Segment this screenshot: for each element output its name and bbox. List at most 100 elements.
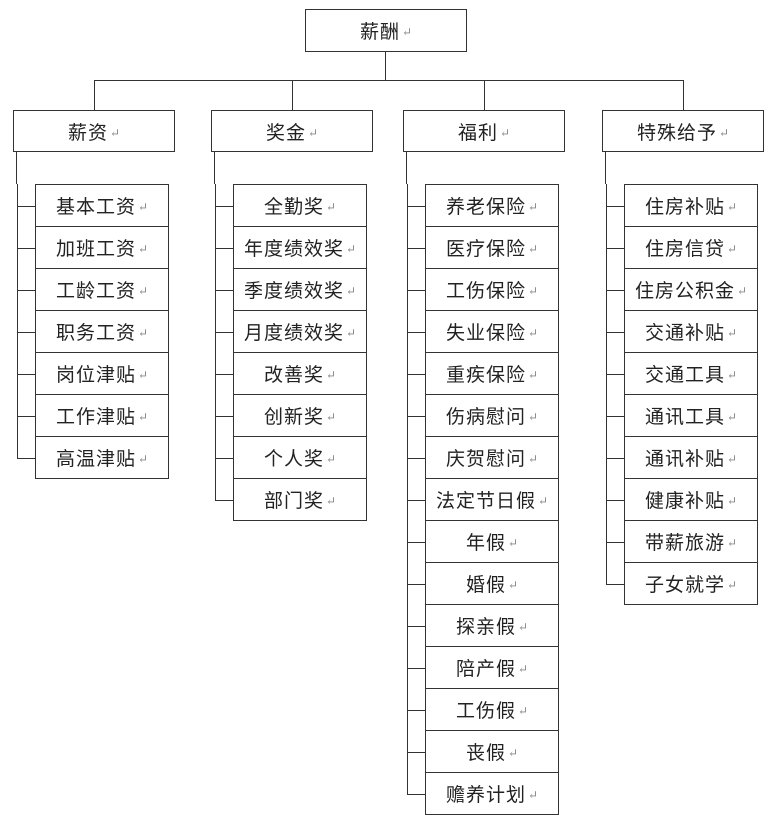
item-node: 丧假↵	[407, 730, 559, 773]
paragraph-mark-icon: ↵	[345, 242, 357, 256]
item-node: 季度绩效奖↵	[215, 268, 367, 311]
item-node: 赡养计划↵	[407, 772, 559, 815]
paragraph-mark-icon: ↵	[726, 452, 738, 466]
paragraph-mark-icon: ↵	[726, 578, 738, 592]
paragraph-mark-icon: ↵	[718, 125, 730, 140]
paragraph-mark-icon: ↵	[736, 284, 748, 298]
paragraph-mark-icon: ↵	[507, 578, 519, 592]
paragraph-mark-icon: ↵	[325, 200, 337, 214]
item-label: 工伤保险	[445, 281, 526, 302]
item-node: 交通工具↵	[606, 352, 758, 395]
paragraph-mark-icon: ↵	[527, 242, 539, 256]
paragraph-mark-icon: ↵	[345, 326, 357, 340]
item-label: 年假	[465, 533, 506, 554]
paragraph-mark-icon: ↵	[527, 326, 539, 340]
item-node: 通讯工具↵	[606, 394, 758, 437]
item-node: 婚假↵	[407, 562, 559, 605]
category-node-salary: 薪资↵	[13, 110, 175, 152]
item-node: 工伤保险↵	[407, 268, 559, 311]
item-label: 重疾保险	[445, 365, 526, 386]
item-node: 养老保险↵	[407, 184, 559, 227]
item-label: 高温津贴	[55, 449, 136, 470]
category-label: 奖金	[265, 122, 306, 144]
paragraph-mark-icon: ↵	[527, 788, 539, 802]
paragraph-mark-icon: ↵	[726, 326, 738, 340]
paragraph-mark-icon: ↵	[726, 368, 738, 382]
item-node: 基本工资↵	[17, 184, 169, 227]
paragraph-mark-icon: ↵	[726, 536, 738, 550]
item-label: 住房公积金	[634, 281, 735, 302]
item-label: 陪产假	[455, 659, 516, 680]
connector-rail	[605, 152, 606, 184]
connector-drop-welfare	[484, 80, 485, 110]
item-label: 全勤奖	[263, 197, 324, 218]
column-salary: 薪资↵ 基本工资↵ 加班工资↵ 工龄工资↵ 职务工资↵ 岗位津贴↵ 工作津贴↵ …	[13, 110, 175, 479]
paragraph-mark-icon: ↵	[499, 125, 511, 140]
item-node: 失业保险↵	[407, 310, 559, 353]
item-label: 探亲假	[455, 617, 516, 638]
paragraph-mark-icon: ↵	[726, 410, 738, 424]
item-list-bonus: 全勤奖↵ 年度绩效奖↵ 季度绩效奖↵ 月度绩效奖↵ 改善奖↵ 创新奖↵ 个人奖↵…	[215, 184, 367, 521]
item-node: 庆贺慰问↵	[407, 436, 559, 479]
item-label: 工作津贴	[55, 407, 136, 428]
item-node: 带薪旅游↵	[606, 520, 758, 563]
root-node: 薪酬↵	[305, 9, 467, 52]
item-label: 丧假	[465, 743, 506, 764]
item-node: 医疗保险↵	[407, 226, 559, 269]
item-label: 住房信贷	[644, 239, 725, 260]
paragraph-mark-icon: ↵	[325, 410, 337, 424]
item-node: 改善奖↵	[215, 352, 367, 395]
item-label: 工龄工资	[55, 281, 136, 302]
item-label: 工伤假	[455, 701, 516, 722]
paragraph-mark-icon: ↵	[527, 452, 539, 466]
paragraph-mark-icon: ↵	[137, 242, 149, 256]
paragraph-mark-icon: ↵	[507, 536, 519, 550]
paragraph-mark-icon: ↵	[137, 326, 149, 340]
item-node: 岗位津贴↵	[17, 352, 169, 395]
item-label: 岗位津贴	[55, 365, 136, 386]
connector-root-drop	[385, 52, 386, 81]
column-special: 特殊给予↵ 住房补贴↵ 住房信贷↵ 住房公积金↵ 交通补贴↵ 交通工具↵ 通讯工…	[602, 110, 764, 605]
paragraph-mark-icon: ↵	[137, 200, 149, 214]
item-label: 子女就学	[644, 575, 725, 596]
item-node: 探亲假↵	[407, 604, 559, 647]
item-node: 创新奖↵	[215, 394, 367, 437]
item-node: 健康补贴↵	[606, 478, 758, 521]
connector-rail	[214, 152, 215, 184]
paragraph-mark-icon: ↵	[137, 368, 149, 382]
item-label: 年度绩效奖	[243, 239, 344, 260]
paragraph-mark-icon: ↵	[527, 368, 539, 382]
item-label: 住房补贴	[644, 197, 725, 218]
item-node: 工伤假↵	[407, 688, 559, 731]
column-welfare: 福利↵ 养老保险↵ 医疗保险↵ 工伤保险↵ 失业保险↵ 重疾保险↵ 伤病慰问↵ …	[403, 110, 565, 815]
paragraph-mark-icon: ↵	[307, 125, 319, 140]
item-label: 婚假	[465, 575, 506, 596]
paragraph-mark-icon: ↵	[345, 284, 357, 298]
item-node: 个人奖↵	[215, 436, 367, 479]
root-label: 薪酬	[359, 22, 400, 43]
item-node: 职务工资↵	[17, 310, 169, 353]
connector-drop-special	[683, 80, 684, 110]
connector-rail	[16, 152, 17, 184]
item-node: 子女就学↵	[606, 562, 758, 605]
item-label: 加班工资	[55, 239, 136, 260]
item-list-salary: 基本工资↵ 加班工资↵ 工龄工资↵ 职务工资↵ 岗位津贴↵ 工作津贴↵ 高温津贴…	[17, 184, 169, 479]
item-label: 月度绩效奖	[243, 323, 344, 344]
item-list-special: 住房补贴↵ 住房信贷↵ 住房公积金↵ 交通补贴↵ 交通工具↵ 通讯工具↵ 通讯补…	[606, 184, 758, 605]
paragraph-mark-icon: ↵	[527, 200, 539, 214]
paragraph-mark-icon: ↵	[517, 662, 529, 676]
item-node: 住房公积金↵	[606, 268, 758, 311]
paragraph-mark-icon: ↵	[507, 746, 519, 760]
item-label: 部门奖	[263, 491, 324, 512]
item-node: 住房补贴↵	[606, 184, 758, 227]
paragraph-mark-icon: ↵	[517, 620, 529, 634]
connector-drop-salary	[94, 80, 95, 110]
category-node-bonus: 奖金↵	[211, 110, 373, 152]
item-node: 陪产假↵	[407, 646, 559, 689]
paragraph-mark-icon: ↵	[325, 494, 337, 508]
item-node: 住房信贷↵	[606, 226, 758, 269]
paragraph-mark-icon: ↵	[726, 242, 738, 256]
paragraph-mark-icon: ↵	[726, 200, 738, 214]
item-label: 个人奖	[263, 449, 324, 470]
